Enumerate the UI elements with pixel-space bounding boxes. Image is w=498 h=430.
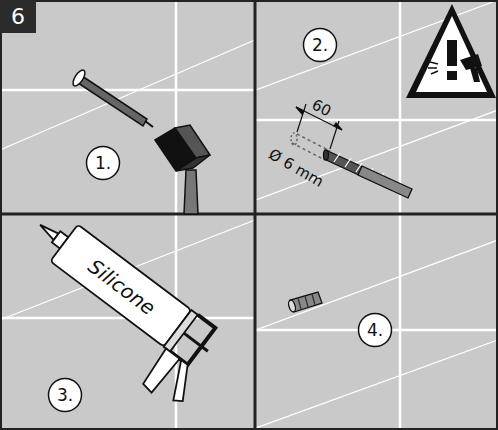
step-number: 6: [0, 0, 36, 33]
silicone-gun: [0, 206, 230, 410]
hammer-drawing: [155, 125, 210, 214]
callout-number: 1.: [85, 145, 121, 181]
callout-number-text: 3.: [57, 385, 73, 405]
wall-plug: [287, 292, 322, 313]
no-hammer-drill-warning: [406, 4, 496, 98]
nail-drawing: [71, 68, 153, 127]
callout-number: 3.: [47, 377, 83, 413]
callout-number-text: 2.: [312, 35, 328, 55]
step-number-text: 6: [11, 4, 25, 29]
callout-number: 4.: [357, 312, 393, 348]
drill-bit: [324, 150, 413, 198]
callout-number-text: 4.: [367, 320, 383, 340]
drill-hole: [291, 133, 330, 160]
callout-number: 2.: [302, 27, 338, 63]
callout-number-text: 1.: [95, 153, 111, 173]
